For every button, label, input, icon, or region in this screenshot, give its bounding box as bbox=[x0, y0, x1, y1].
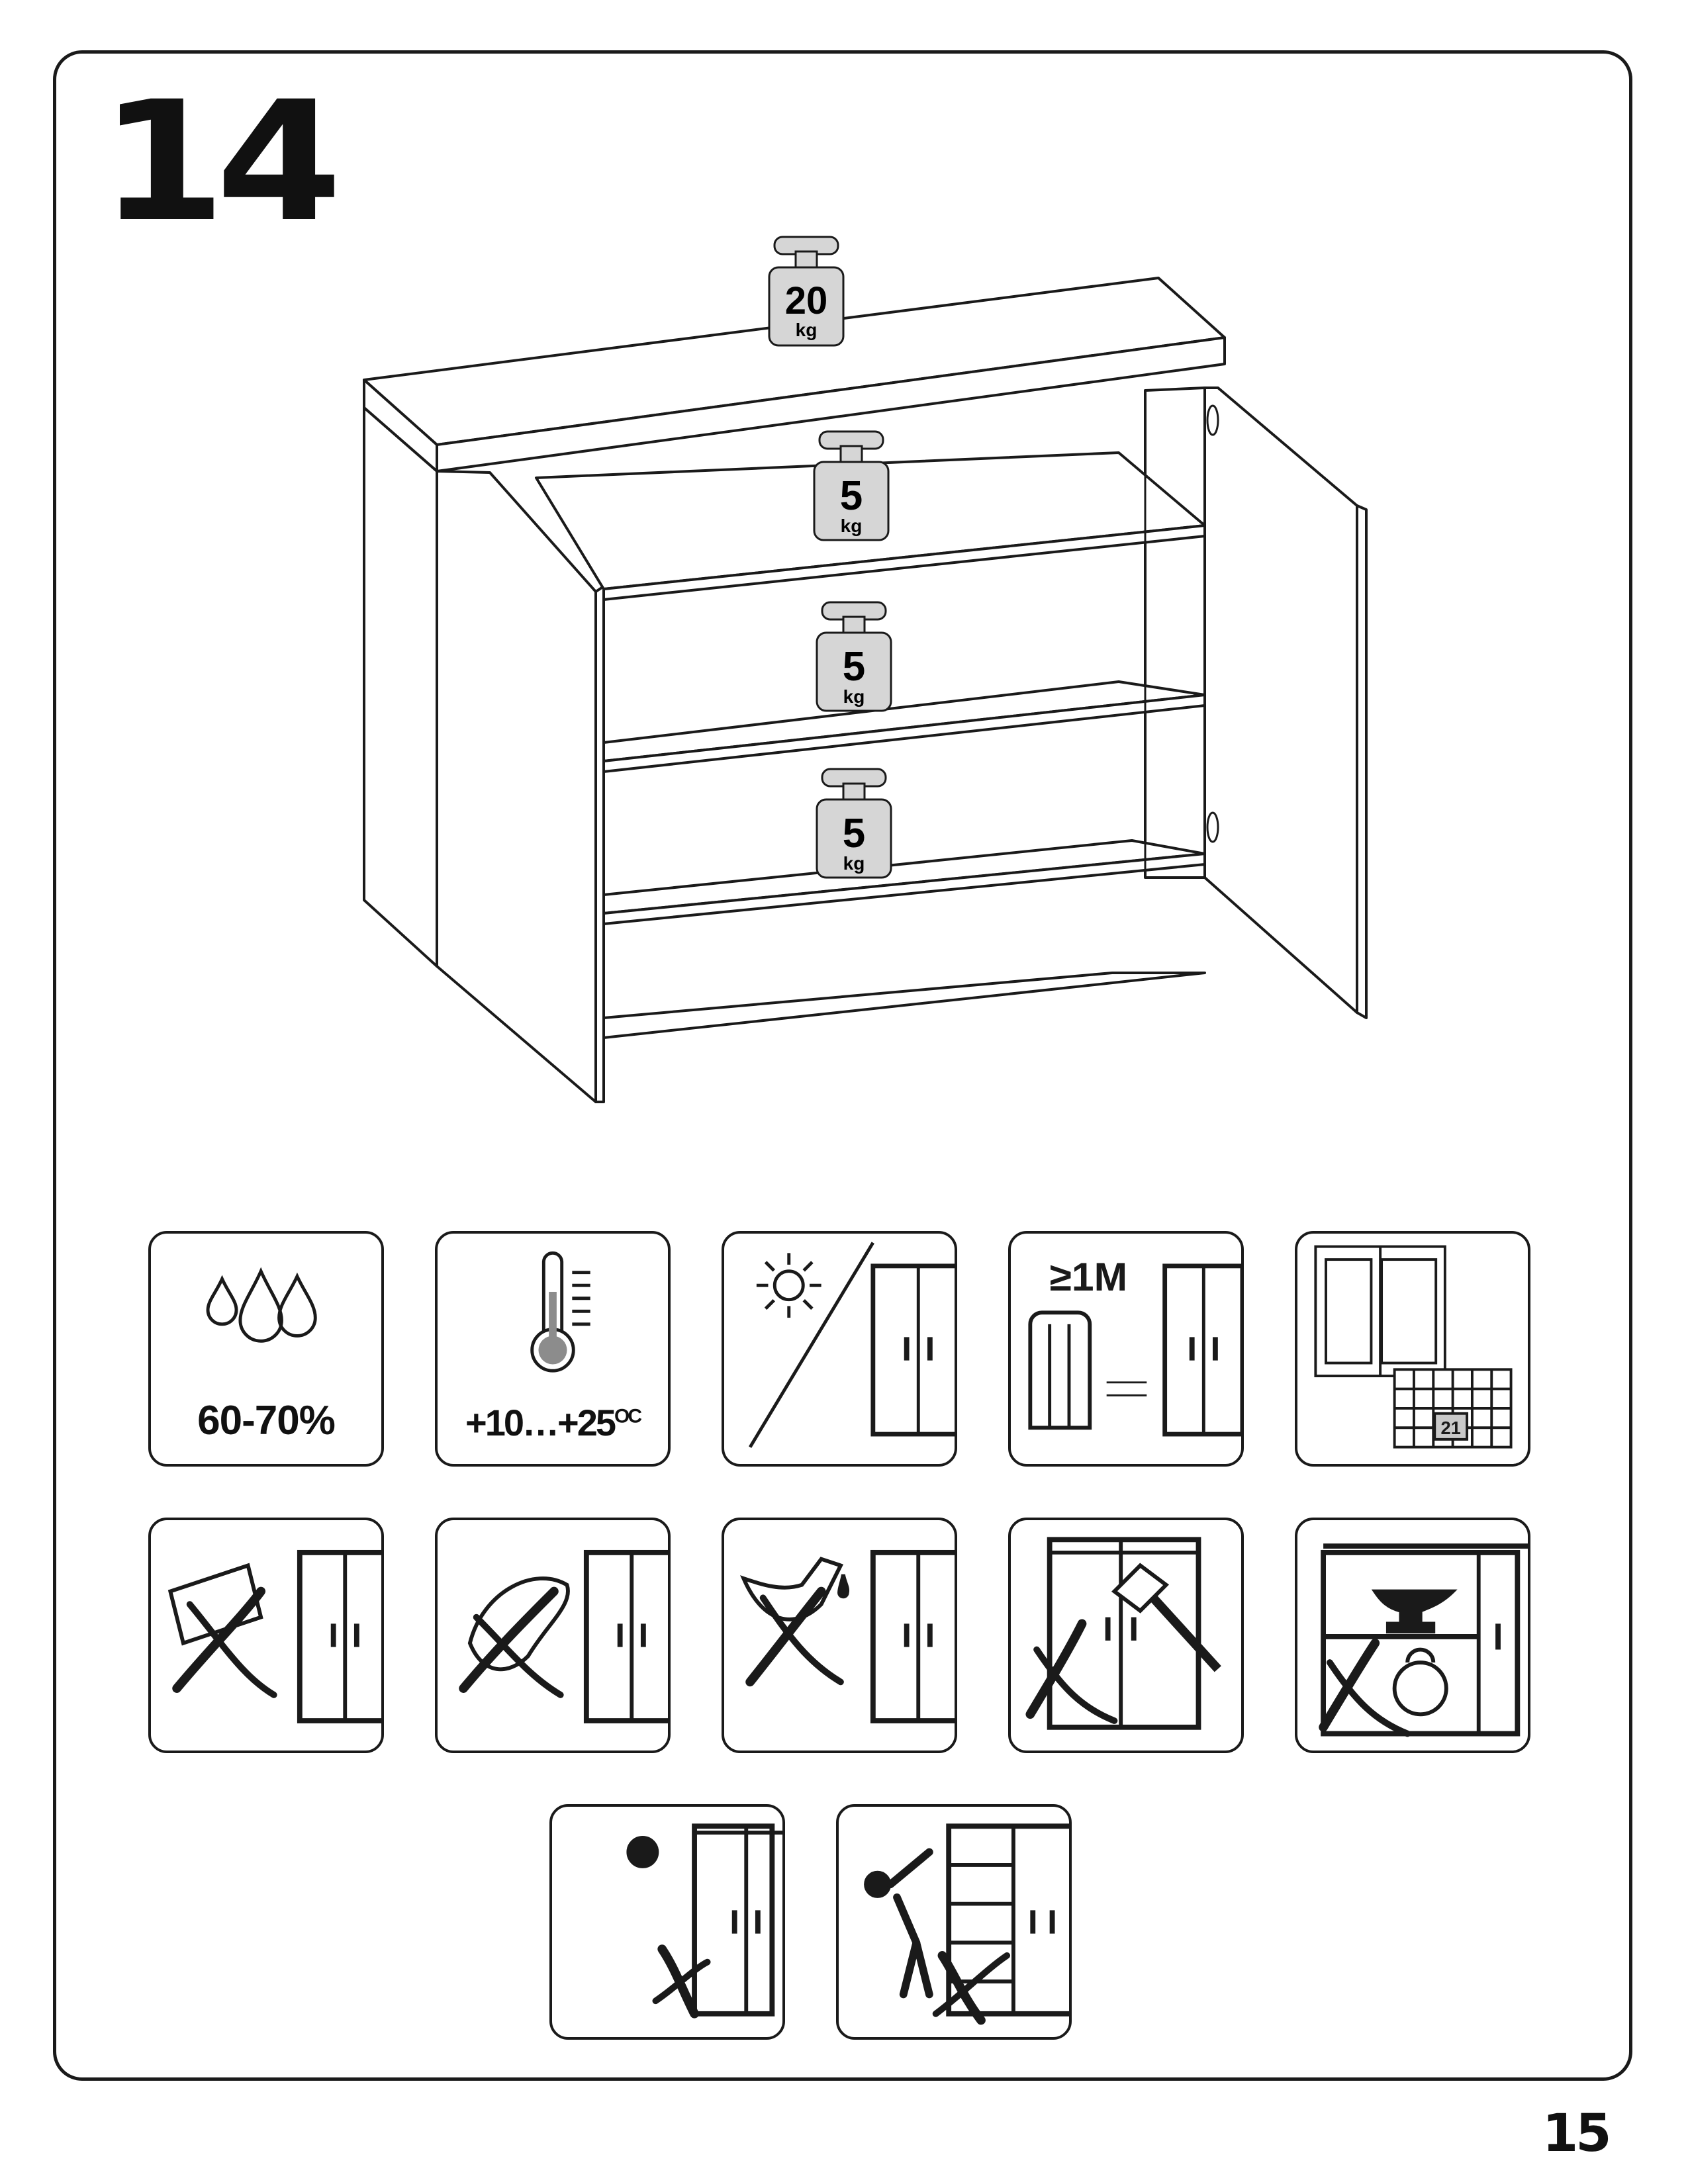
weight-badge-shelf-2: 5 kg bbox=[816, 601, 892, 712]
ventilate-tile: 21 bbox=[1295, 1231, 1530, 1467]
no-heavy-load-tile bbox=[1295, 1518, 1530, 1753]
temperature-unit-sup: OC bbox=[614, 1405, 642, 1428]
sunlight-tile bbox=[722, 1231, 957, 1467]
weight-unit: kg bbox=[841, 516, 863, 536]
weight-value: 20 bbox=[785, 279, 828, 322]
humidity-label: 60-70% bbox=[197, 1398, 336, 1443]
page-frame bbox=[53, 50, 1632, 2081]
no-oil-icon bbox=[740, 1549, 955, 1723]
no-chemical-cleaners-icon bbox=[167, 1549, 381, 1723]
no-children-tile bbox=[549, 1804, 785, 2040]
no-climbing-icon bbox=[864, 1823, 1069, 2025]
no-hammer-icon bbox=[1025, 1537, 1221, 1730]
temperature-range: +10…+25 bbox=[465, 1402, 616, 1443]
heater-distance-tile: ≥1M bbox=[1008, 1231, 1244, 1467]
weight-value: 5 bbox=[840, 473, 863, 519]
heater-distance-icon: ≥1M bbox=[1028, 1254, 1241, 1437]
weight-unit: kg bbox=[796, 320, 818, 340]
no-wet-cloth-icon bbox=[459, 1549, 668, 1723]
cabinet-illustration: 20 kg 5 kg 5 kg 5 kg bbox=[363, 236, 1368, 1103]
page-number: 15 bbox=[1542, 2104, 1612, 2163]
no-wet-cloth-tile bbox=[435, 1518, 671, 1753]
heater-distance-label: ≥1M bbox=[1050, 1254, 1127, 1299]
no-oil-tile bbox=[722, 1518, 957, 1753]
thermometer-icon bbox=[530, 1251, 590, 1373]
ventilate-room-icon: 21 bbox=[1314, 1245, 1513, 1449]
humidity-tile: 60-70% bbox=[148, 1231, 384, 1467]
temperature-label: +10…+25OC bbox=[438, 1401, 668, 1444]
weight-value: 5 bbox=[843, 811, 865, 856]
weight-badge-shelf-1: 5 kg bbox=[813, 430, 890, 541]
water-drops-icon bbox=[206, 1267, 317, 1343]
no-hammer-tile bbox=[1008, 1518, 1244, 1753]
no-climbing-tile bbox=[836, 1804, 1072, 2040]
temperature-tile: +10…+25OC bbox=[435, 1231, 671, 1467]
weight-unit: kg bbox=[843, 853, 865, 874]
no-child-leaning-icon bbox=[626, 1823, 782, 2019]
step-number: 14 bbox=[99, 66, 342, 258]
weight-badge-shelf-3: 5 kg bbox=[816, 768, 892, 879]
no-chemicals-tile bbox=[148, 1518, 384, 1753]
calendar-day: 21 bbox=[1440, 1418, 1460, 1438]
weight-badge-top: 20 kg bbox=[768, 236, 845, 347]
weight-value: 5 bbox=[843, 644, 865, 690]
no-direct-sunlight-icon bbox=[749, 1242, 955, 1448]
weight-unit: kg bbox=[843, 686, 865, 707]
no-heavy-load-icon bbox=[1319, 1543, 1528, 1737]
